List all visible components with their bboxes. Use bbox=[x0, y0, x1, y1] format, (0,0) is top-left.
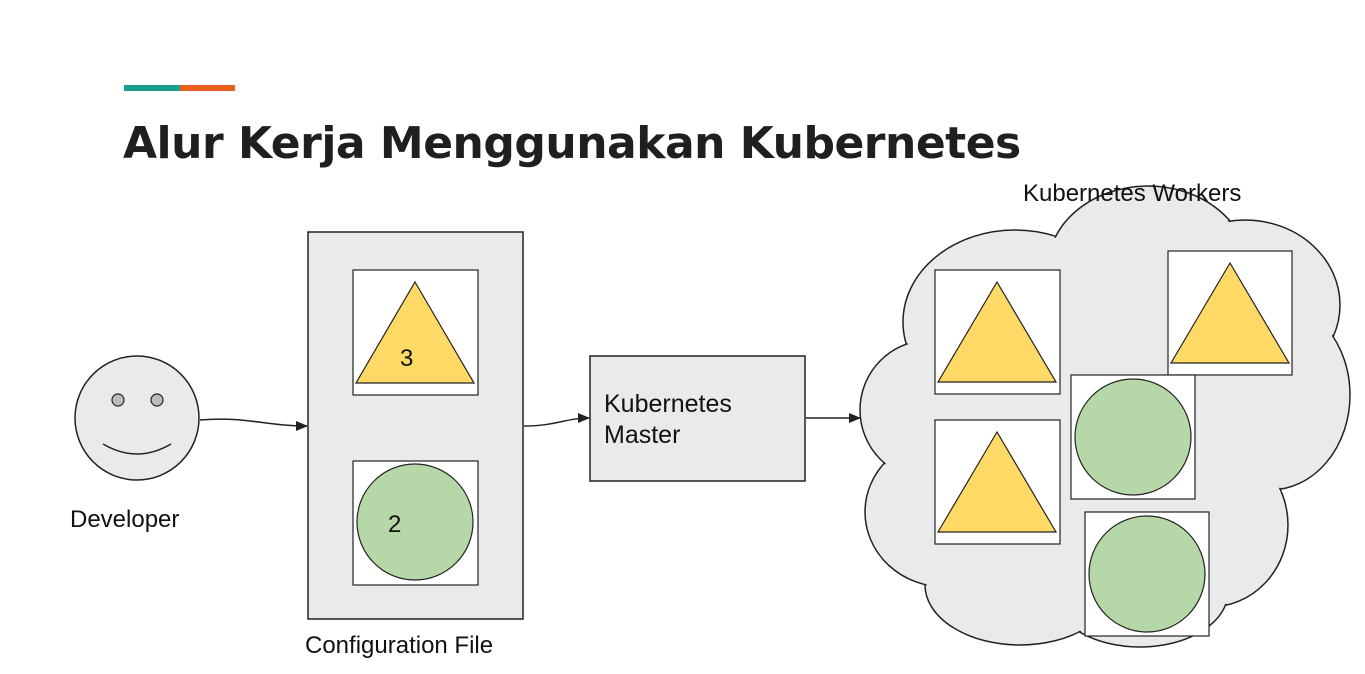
accent-bar-orange bbox=[180, 85, 235, 91]
circle-count: 2 bbox=[388, 511, 401, 538]
developer-smiley-icon bbox=[74, 355, 200, 481]
worker-pod-triangle-2 bbox=[1167, 250, 1293, 376]
worker-pod-triangle-3 bbox=[934, 419, 1061, 545]
kubernetes-master-box bbox=[589, 355, 806, 482]
worker-pod-triangle-1 bbox=[934, 269, 1061, 395]
worker-pod-circle-1 bbox=[1070, 374, 1196, 500]
worker-pod-circle-2 bbox=[1084, 511, 1210, 637]
accent-bar-teal bbox=[124, 85, 180, 91]
circle-icon bbox=[1088, 515, 1206, 633]
triangle-count: 3 bbox=[400, 345, 413, 372]
config-file-label: Configuration File bbox=[305, 632, 494, 659]
triangle-icon bbox=[936, 430, 1058, 533]
circle-icon bbox=[356, 463, 474, 581]
workers-label: Kubernetes Workers bbox=[1023, 180, 1242, 207]
config-triangle-card: 3 bbox=[352, 269, 479, 396]
triangle-icon bbox=[1169, 261, 1291, 364]
slide-title: Alur Kerja Menggunakan Kubernetes bbox=[123, 118, 1021, 169]
developer-label: Developer bbox=[70, 506, 180, 533]
circle-icon bbox=[1074, 378, 1192, 496]
config-circle-card: 2 bbox=[352, 460, 479, 586]
triangle-icon bbox=[354, 280, 476, 384]
arrow-config-to-master bbox=[523, 413, 590, 427]
arrow-developer-to-config bbox=[199, 418, 308, 431]
master-label-line1: Kubernetes bbox=[604, 390, 732, 418]
triangle-icon bbox=[936, 280, 1058, 383]
master-label-line2: Master bbox=[604, 421, 680, 449]
